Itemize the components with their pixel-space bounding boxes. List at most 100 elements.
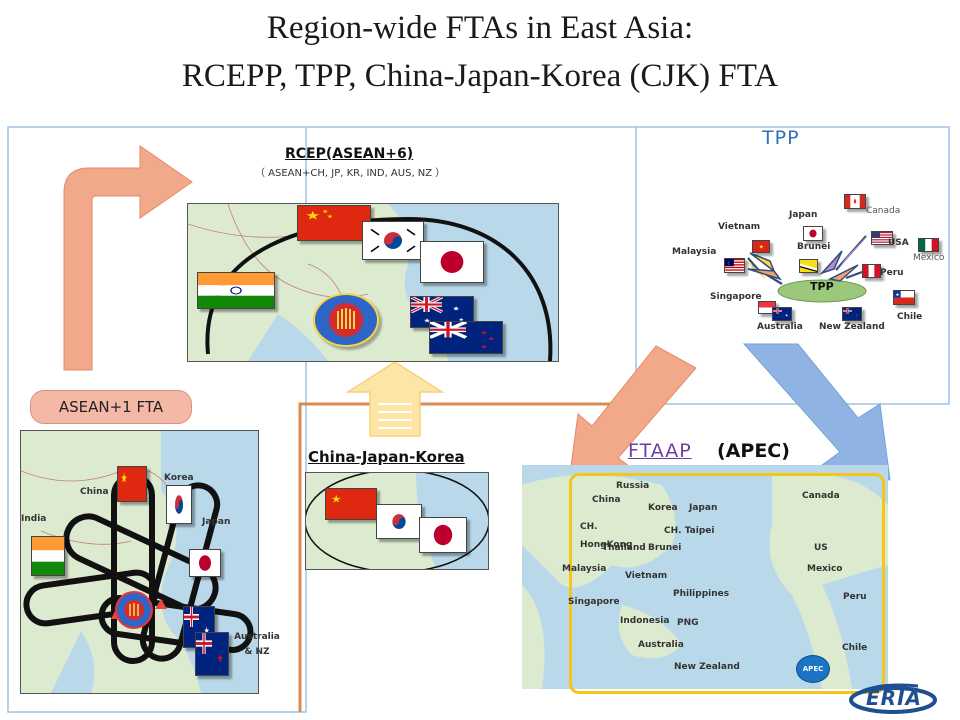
svg-text:★: ★ (785, 313, 788, 317)
tpp-hub-label: TPP (810, 280, 834, 293)
ftaap-frame (569, 473, 885, 694)
ftaap-label-us: US (814, 543, 828, 553)
svg-text:★: ★ (488, 336, 496, 342)
china-flag-asean: ★ (117, 466, 147, 502)
svg-text:★: ★ (331, 494, 342, 505)
asean-label-india: India (21, 514, 47, 524)
tpp-to-ftaap-arrow (742, 343, 891, 481)
svg-text:★: ★ (855, 313, 858, 317)
left-panel-frame (7, 126, 307, 713)
india-flag-asean (31, 536, 65, 576)
ftaap-label-indonesia: Indonesia (620, 616, 670, 626)
ftaap-label-japan: Japan (689, 503, 718, 513)
tpp-label-mexico: Mexico (913, 253, 945, 263)
svg-text:★: ★ (423, 317, 430, 324)
ftaap-label-mexico: Mexico (807, 564, 843, 574)
tpp-label-australia: Australia (757, 322, 803, 332)
tpp-label-canada: Canada (866, 206, 901, 216)
japan-flag-tpp (803, 226, 823, 241)
apec-logo: APEC (796, 655, 830, 683)
eria-logo-text: ERIA (866, 686, 922, 710)
svg-text:★: ★ (895, 292, 899, 297)
asean-plus-one-tag: ASEAN+1 FTA (30, 390, 192, 424)
ftaap-label-thailand: Thailand (602, 543, 646, 553)
tpp-label-peru: Peru (880, 268, 904, 278)
asean-to-rcep-arrow (63, 145, 193, 371)
australia-flag-tpp: ★ (772, 307, 792, 321)
brunei-flag-tpp (799, 259, 818, 273)
ftaap-label-australia: Australia (638, 640, 684, 650)
svg-text:★: ★ (217, 652, 223, 666)
svg-text:★: ★ (121, 471, 128, 486)
china-flag-cjk: ★ (325, 488, 377, 520)
ftaap-label-ch-taipei: CH. Taipei (664, 526, 715, 536)
cjk-connector-line (298, 402, 636, 712)
ftaap-label-malaysia: Malaysia (562, 564, 607, 574)
ftaap-label-ch-hongkong: CH. HongKong (580, 522, 633, 550)
asean-label-china: China (80, 487, 109, 497)
asean-emblem-small (115, 591, 153, 629)
apec-logo-text: APEC (802, 665, 824, 673)
svg-text:★: ★ (759, 245, 764, 251)
eria-swoosh (849, 683, 937, 714)
tpp-label-new-zealand: New Zealand (819, 322, 885, 332)
ftaap-label-vietnam: Vietnam (625, 571, 668, 581)
title-line-2: RCEPP, TPP, China-Japan-Korea (CJK) FTA (181, 58, 779, 94)
rcep-title: RCEP(ASEAN+6) (285, 146, 414, 162)
svg-text:★: ★ (480, 344, 488, 350)
ftaap-label-russia: Russia (616, 481, 650, 491)
tpp-label-malaysia: Malaysia (672, 247, 717, 257)
tpp-label-singapore: Singapore (710, 292, 762, 302)
mexico-flag-tpp (918, 238, 939, 252)
tpp-label-vietnam: Vietnam (718, 222, 761, 232)
cjk-title: China-Japan-Korea (308, 448, 465, 466)
tpp-label-brunei: Brunei (797, 242, 831, 252)
svg-text:★: ★ (204, 625, 209, 639)
tpp-label-chile: Chile (897, 312, 923, 322)
ftaap-label-brunei: Brunei (648, 543, 682, 553)
malaysia-flag-tpp: ☾ (724, 258, 745, 273)
svg-text:★: ★ (459, 318, 465, 323)
svg-text:☾: ☾ (728, 261, 732, 266)
asean-label-japan: Japan (202, 517, 231, 527)
japan-flag-rcep (420, 241, 484, 283)
canada-flag-tpp (844, 194, 866, 209)
ftaap-label-singapore: Singapore (568, 597, 620, 607)
tpp-panel-frame (635, 126, 950, 405)
tpp-member-arrows (747, 250, 859, 282)
asean-label-korea: Korea (164, 473, 194, 483)
korea-flag-rcep (362, 221, 424, 260)
korea-flag-asean (166, 485, 192, 524)
ftaap-label-chile: Chile (842, 643, 868, 653)
svg-text:★: ★ (480, 330, 488, 336)
svg-text:★: ★ (305, 210, 320, 223)
new-zealand-flag-tpp: ★ (842, 307, 862, 321)
tpp-title: TPP (762, 127, 800, 149)
ftaap-title: FTAAP (628, 440, 692, 462)
ftaap-label-korea: Korea (648, 503, 678, 513)
ftaap-label-png: PNG (677, 618, 699, 628)
cjk-to-rcep-arrow (345, 361, 445, 437)
ftaap-label-philippines: Philippines (673, 589, 730, 599)
svg-text:★: ★ (322, 209, 329, 215)
ftaap-map-graphic (522, 465, 888, 689)
chile-flag-tpp: ★ (893, 290, 915, 305)
japan-flag-cjk (419, 517, 467, 553)
tpp-label-usa: USA (888, 238, 909, 248)
ftaap-label-new-zealand: New Zealand (674, 662, 740, 672)
peru-flag-tpp (862, 264, 881, 278)
title-line-1: Region-wide FTAs in East Asia: (266, 10, 694, 46)
asean-label-australia-nz: Australia & NZ (234, 632, 280, 657)
tpp-label-japan: Japan (789, 210, 818, 220)
india-flag-rcep (197, 272, 275, 309)
korea-flag-cjk (376, 504, 422, 539)
svg-text:★: ★ (327, 214, 334, 220)
vietnam-flag-tpp: ★ (752, 240, 770, 253)
asean-plus-one-label: ASEAN+1 FTA (58, 398, 164, 416)
asean-emblem-rcep (313, 293, 379, 347)
rcep-subtitle: （ ASEAN+CH, JP, KR, IND, AUS, NZ ） (255, 168, 446, 179)
ftaap-label-china: China (592, 495, 621, 505)
china-flag-rcep: ★★★ (297, 205, 371, 241)
new-zealand-flag-rcep: ★★★ (429, 321, 503, 354)
